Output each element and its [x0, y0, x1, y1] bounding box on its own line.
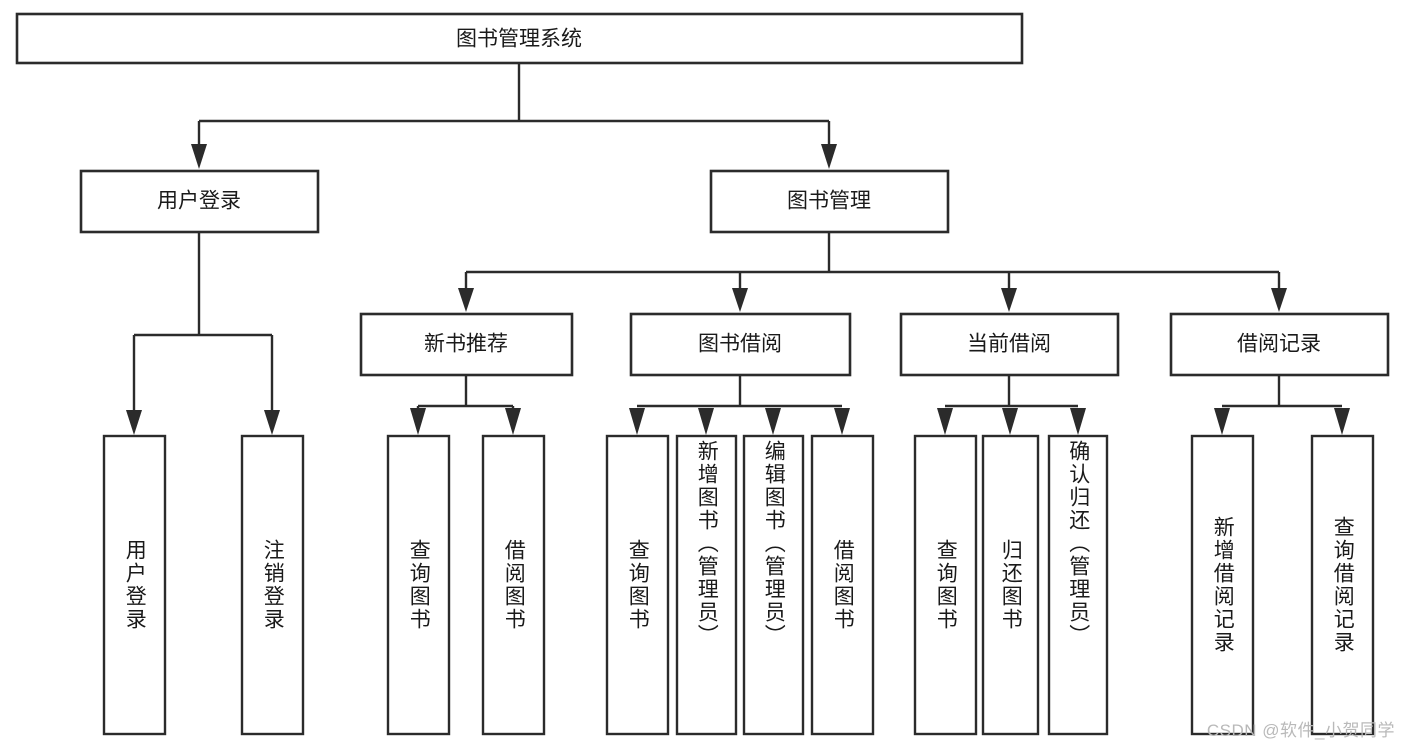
node-user-login-box[interactable]	[79, 169, 320, 234]
arrow-head-leaf-borrow-book-2	[834, 408, 850, 435]
node-book-management-box[interactable]	[709, 169, 950, 234]
arrow-head-leaf-query-record	[1334, 408, 1350, 435]
leaf-boxes-book-borrow	[605, 434, 875, 736]
arrow-head-leaf-edit-book	[765, 408, 781, 435]
node-borrow-record-label: 借阅记录	[1237, 333, 1321, 356]
node-new-book-recommend-label: 新书推荐	[424, 333, 508, 356]
arrow-head-user-login	[191, 144, 207, 169]
leaf-boxes-current-borrow	[913, 434, 1109, 736]
node-new-book-recommend[interactable]: 新书推荐	[359, 312, 574, 377]
arrow-head-leaf-user-login	[126, 410, 142, 435]
arrow-head-leaf-add-record	[1214, 408, 1230, 435]
leaf-boxes-user-login	[102, 434, 305, 736]
arrow-head-new-book-recommend	[458, 288, 474, 312]
node-current-borrow-label: 当前借阅	[967, 333, 1051, 356]
leaf-query-record-box[interactable]	[1310, 434, 1375, 736]
arrow-head-current-borrow	[1001, 288, 1017, 312]
leaf-confirm-return-box[interactable]	[1047, 434, 1109, 736]
arrow-head-leaf-query-book-3	[937, 408, 953, 435]
arrow-head-leaf-confirm-return	[1070, 408, 1086, 435]
leaf-add-record-box[interactable]	[1190, 434, 1255, 736]
leaf-query-book-1-box[interactable]	[386, 434, 451, 736]
leaf-query-book-2-box[interactable]	[605, 434, 670, 736]
connector-borrow-record-to-leaves	[1214, 375, 1350, 435]
arrow-head-leaf-query-book-2	[629, 408, 645, 435]
node-book-borrow-box[interactable]	[629, 312, 852, 377]
node-borrow-record-box[interactable]	[1169, 312, 1390, 377]
arrow-head-book-management	[821, 144, 837, 169]
leaf-user-login-box[interactable]	[102, 434, 167, 736]
node-user-login-label: 用户登录	[157, 190, 241, 213]
node-book-borrow[interactable]: 图书借阅	[629, 312, 852, 377]
node-root[interactable]: 图书管理系统	[15, 12, 1024, 65]
node-book-management[interactable]: 图书管理	[709, 169, 950, 234]
node-book-management-label: 图书管理	[787, 190, 871, 213]
node-book-borrow-label: 图书借阅	[698, 333, 782, 356]
leaf-add-book-box[interactable]	[675, 434, 738, 736]
connector-new-book-to-leaves	[410, 375, 521, 435]
arrow-head-book-borrow	[732, 288, 748, 312]
connector-book-borrow-to-leaves	[629, 375, 850, 435]
connector-current-borrow-to-leaves	[937, 375, 1086, 435]
node-root-label: 图书管理系统	[456, 28, 582, 51]
arrow-head-leaf-logout	[264, 410, 280, 435]
leaf-query-book-3-box[interactable]	[913, 434, 978, 736]
node-new-book-recommend-box[interactable]	[359, 312, 574, 377]
arrow-head-leaf-return-book	[1002, 408, 1018, 435]
arrow-head-leaf-add-book	[698, 408, 714, 435]
connector-book-management-to-level2	[458, 232, 1287, 312]
arrow-head-leaf-borrow-book-1	[505, 408, 521, 435]
leaf-borrow-book-2-box[interactable]	[810, 434, 875, 736]
node-root-box[interactable]	[15, 12, 1024, 65]
leaf-return-book-box[interactable]	[981, 434, 1040, 736]
arrow-head-borrow-record	[1271, 288, 1287, 312]
leaf-boxes-new-book-recommend	[386, 434, 546, 736]
node-borrow-record[interactable]: 借阅记录	[1169, 312, 1390, 377]
connector-user-login-to-leaves	[126, 232, 280, 435]
node-current-borrow[interactable]: 当前借阅	[899, 312, 1120, 377]
leaf-borrow-book-1-box[interactable]	[481, 434, 546, 736]
node-current-borrow-box[interactable]	[899, 312, 1120, 377]
leaf-boxes-borrow-record	[1190, 434, 1375, 736]
csdn-watermark: CSDN @软件_小贺同学	[1206, 721, 1395, 740]
leaf-edit-book-box[interactable]	[742, 434, 805, 736]
node-user-login[interactable]: 用户登录	[79, 169, 320, 234]
connector-root-to-level1	[191, 63, 837, 169]
arrow-head-leaf-query-book-1	[410, 408, 426, 435]
leaf-logout-box[interactable]	[240, 434, 305, 736]
